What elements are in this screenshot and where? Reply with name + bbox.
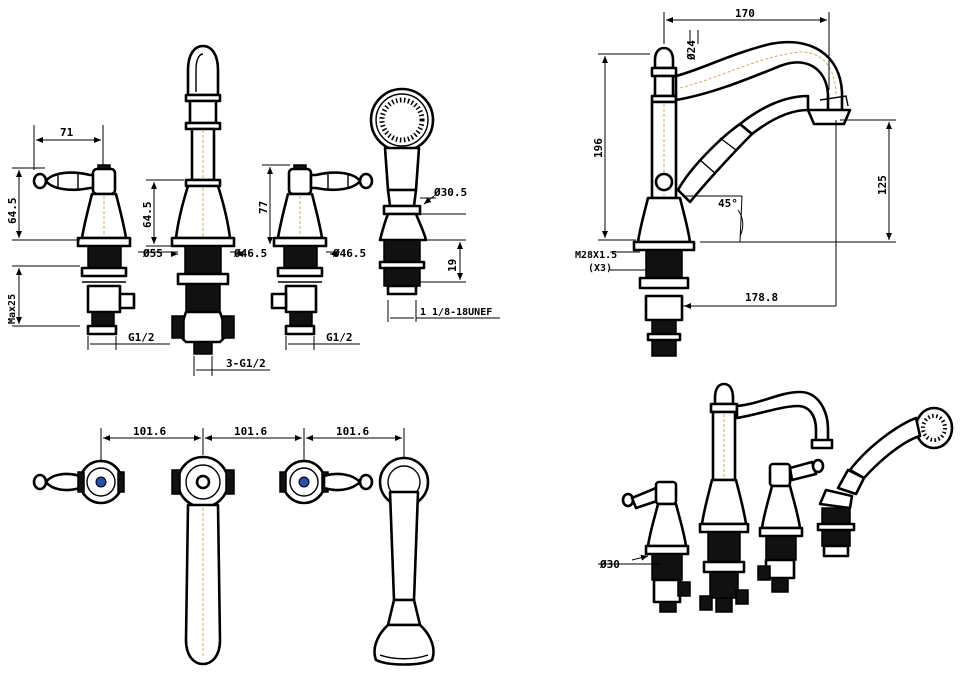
iso-spout: [698, 382, 834, 613]
iso-right-valve: [757, 458, 825, 593]
dim-178-8: 178.8: [745, 291, 778, 304]
hand-shower-front: [369, 87, 435, 296]
spout-top: [171, 455, 235, 666]
dim-125: 125: [876, 175, 889, 195]
dim-101-6-a: 101.6: [133, 425, 166, 438]
dim-101-6-b: 101.6: [234, 425, 267, 438]
dim-g12-right: G1/2: [326, 331, 353, 344]
dim-unef: 1 1/8-18UNEF: [420, 307, 492, 318]
top-view: [32, 428, 435, 666]
dim-71: 71: [60, 126, 74, 139]
dim-d46-5-b: Ø46.5: [332, 247, 366, 260]
right-valve-front: [270, 164, 374, 336]
left-valve-front: [32, 164, 136, 336]
hand-shower-top: [373, 456, 435, 666]
iso-hand-shower: [816, 406, 954, 558]
dimension-labels: 71 64.5 Max25 64.5 77 Ø55 Ø46.5 Ø46.5 Ø3…: [6, 7, 889, 571]
iso-view: [598, 382, 954, 613]
dim-d30: Ø30: [599, 558, 620, 571]
dim-d24: Ø24: [685, 40, 698, 61]
right-valve-top: [279, 459, 374, 505]
dim-d55: Ø55: [142, 247, 163, 260]
dim-64-5-left: 64.5: [6, 198, 19, 225]
front-dimensions: [12, 125, 500, 376]
dim-m28: M28X1.5: [575, 250, 617, 261]
dim-64-5-center: 64.5: [141, 202, 154, 229]
dim-g12-left: G1/2: [128, 331, 155, 344]
dim-d30-5: Ø30.5: [433, 186, 467, 199]
dim-196: 196: [592, 138, 605, 158]
dim-x3: (X3): [588, 263, 612, 274]
front-view: [12, 44, 500, 376]
dim-19: 19: [446, 259, 459, 272]
spout-front: [170, 44, 236, 355]
dim-max25: Max25: [7, 294, 18, 324]
dim-101-6-c: 101.6: [336, 425, 369, 438]
dim-77: 77: [257, 201, 270, 214]
dim-d46-5-a: Ø46.5: [233, 247, 267, 260]
dim-3g12: 3-G1/2: [226, 357, 266, 370]
dim-170: 170: [735, 7, 755, 20]
iso-left-valve: [621, 480, 691, 613]
side-view: [598, 12, 896, 357]
left-valve-top: [32, 459, 125, 505]
dim-45: 45°: [718, 197, 738, 210]
